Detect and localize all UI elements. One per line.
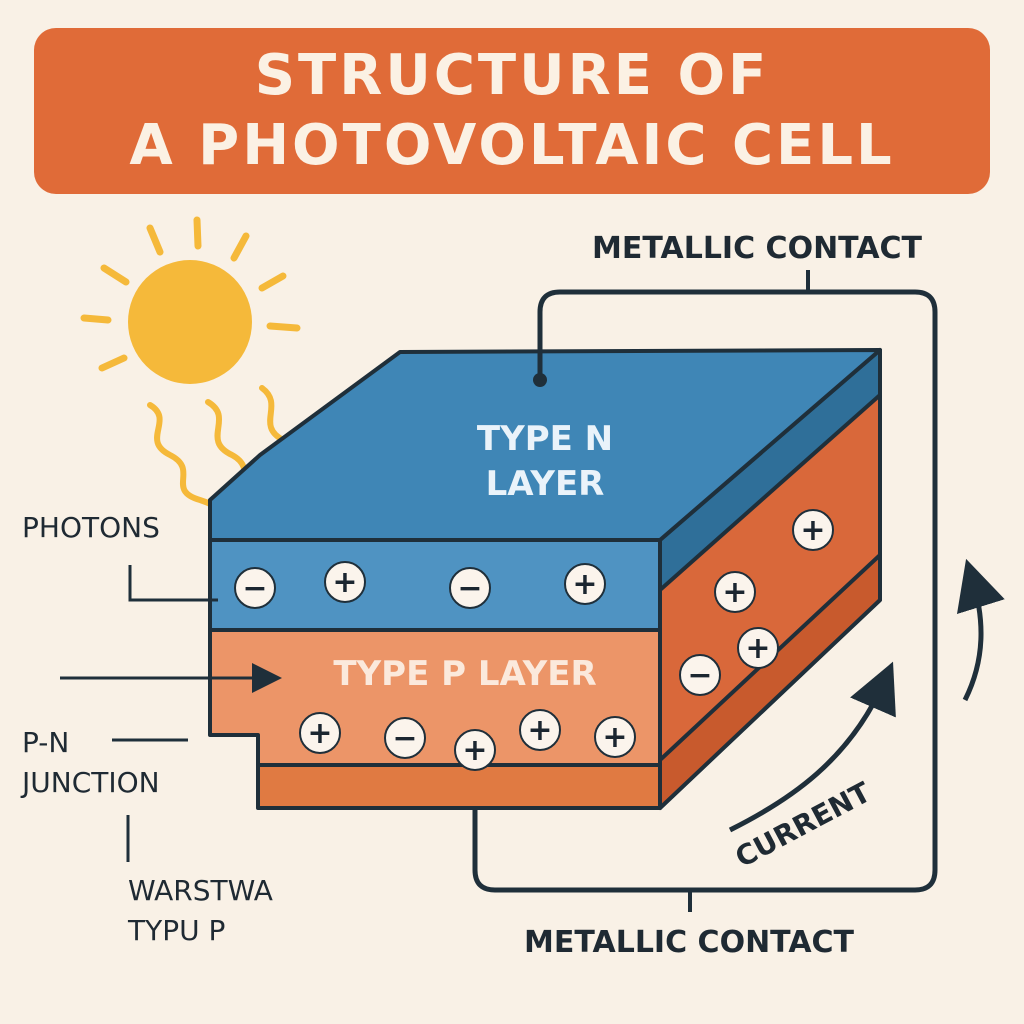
- type-n-label-line2: LAYER: [486, 464, 605, 504]
- type-n-label-line1: TYPE N: [477, 419, 613, 459]
- negative-charge-n-row-2: −: [449, 567, 491, 609]
- svg-text:+: +: [307, 716, 332, 751]
- charges-layer: −+−++−+++++−+: [234, 509, 834, 771]
- positive-charge-side-1: +: [714, 571, 756, 613]
- p-layer-front: [208, 628, 662, 767]
- positive-charge-p-row-0: +: [299, 712, 341, 754]
- negative-charge-n-row-0: −: [234, 567, 276, 609]
- leader-lines: [60, 565, 282, 862]
- svg-text:+: +: [722, 575, 747, 610]
- positive-charge-side-0: +: [792, 509, 834, 551]
- positive-charge-n-row-1: +: [324, 561, 366, 603]
- curved-arrow-icon: [728, 661, 896, 833]
- metallic-contact-bottom-label: METALLIC CONTACT: [524, 925, 855, 960]
- contact-point: [533, 373, 547, 387]
- svg-text:+: +: [527, 713, 552, 748]
- pn-junction-label-line2: JUNCTION: [20, 766, 160, 799]
- positive-charge-p-row-2: +: [454, 729, 496, 771]
- svg-text:−: −: [687, 658, 712, 693]
- svg-text:−: −: [457, 571, 482, 606]
- metallic-contact-wire: [472, 289, 938, 893]
- type-p-label: TYPE P LAYER: [333, 654, 596, 694]
- positive-charge-side-3: +: [737, 627, 779, 669]
- warstwa-label-line1: WARSTWA: [128, 874, 273, 907]
- negative-charge-p-row-1: −: [384, 717, 426, 759]
- svg-text:+: +: [745, 631, 770, 666]
- negative-charge-side-2: −: [679, 654, 721, 696]
- metallic-contact-top-label: METALLIC CONTACT: [592, 231, 923, 266]
- svg-text:+: +: [332, 565, 357, 600]
- positive-charge-p-row-4: +: [594, 716, 636, 758]
- pn-junction-label-line1: P-N: [22, 726, 69, 759]
- photons-label: PHOTONS: [22, 511, 160, 544]
- current-label: CURRENT: [730, 776, 876, 875]
- positive-charge-p-row-3: +: [519, 709, 561, 751]
- svg-text:+: +: [462, 733, 487, 768]
- title-banner: STRUCTURE OF A PHOTOVOLTAIC CELL: [34, 28, 990, 194]
- positive-charge-n-row-3: +: [564, 563, 606, 605]
- svg-text:+: +: [602, 720, 627, 755]
- base-layer: [256, 763, 662, 810]
- warstwa-label-line2: TYPU P: [127, 914, 225, 947]
- title-line-1: STRUCTURE OF: [254, 43, 770, 108]
- sun-icon: [80, 216, 301, 384]
- title-line-2: A PHOTOVOLTAIC CELL: [129, 113, 895, 178]
- svg-text:+: +: [800, 513, 825, 548]
- svg-text:−: −: [242, 571, 267, 606]
- svg-text:+: +: [572, 567, 597, 602]
- svg-text:−: −: [392, 721, 417, 756]
- curved-arrow-icon: [956, 558, 1005, 702]
